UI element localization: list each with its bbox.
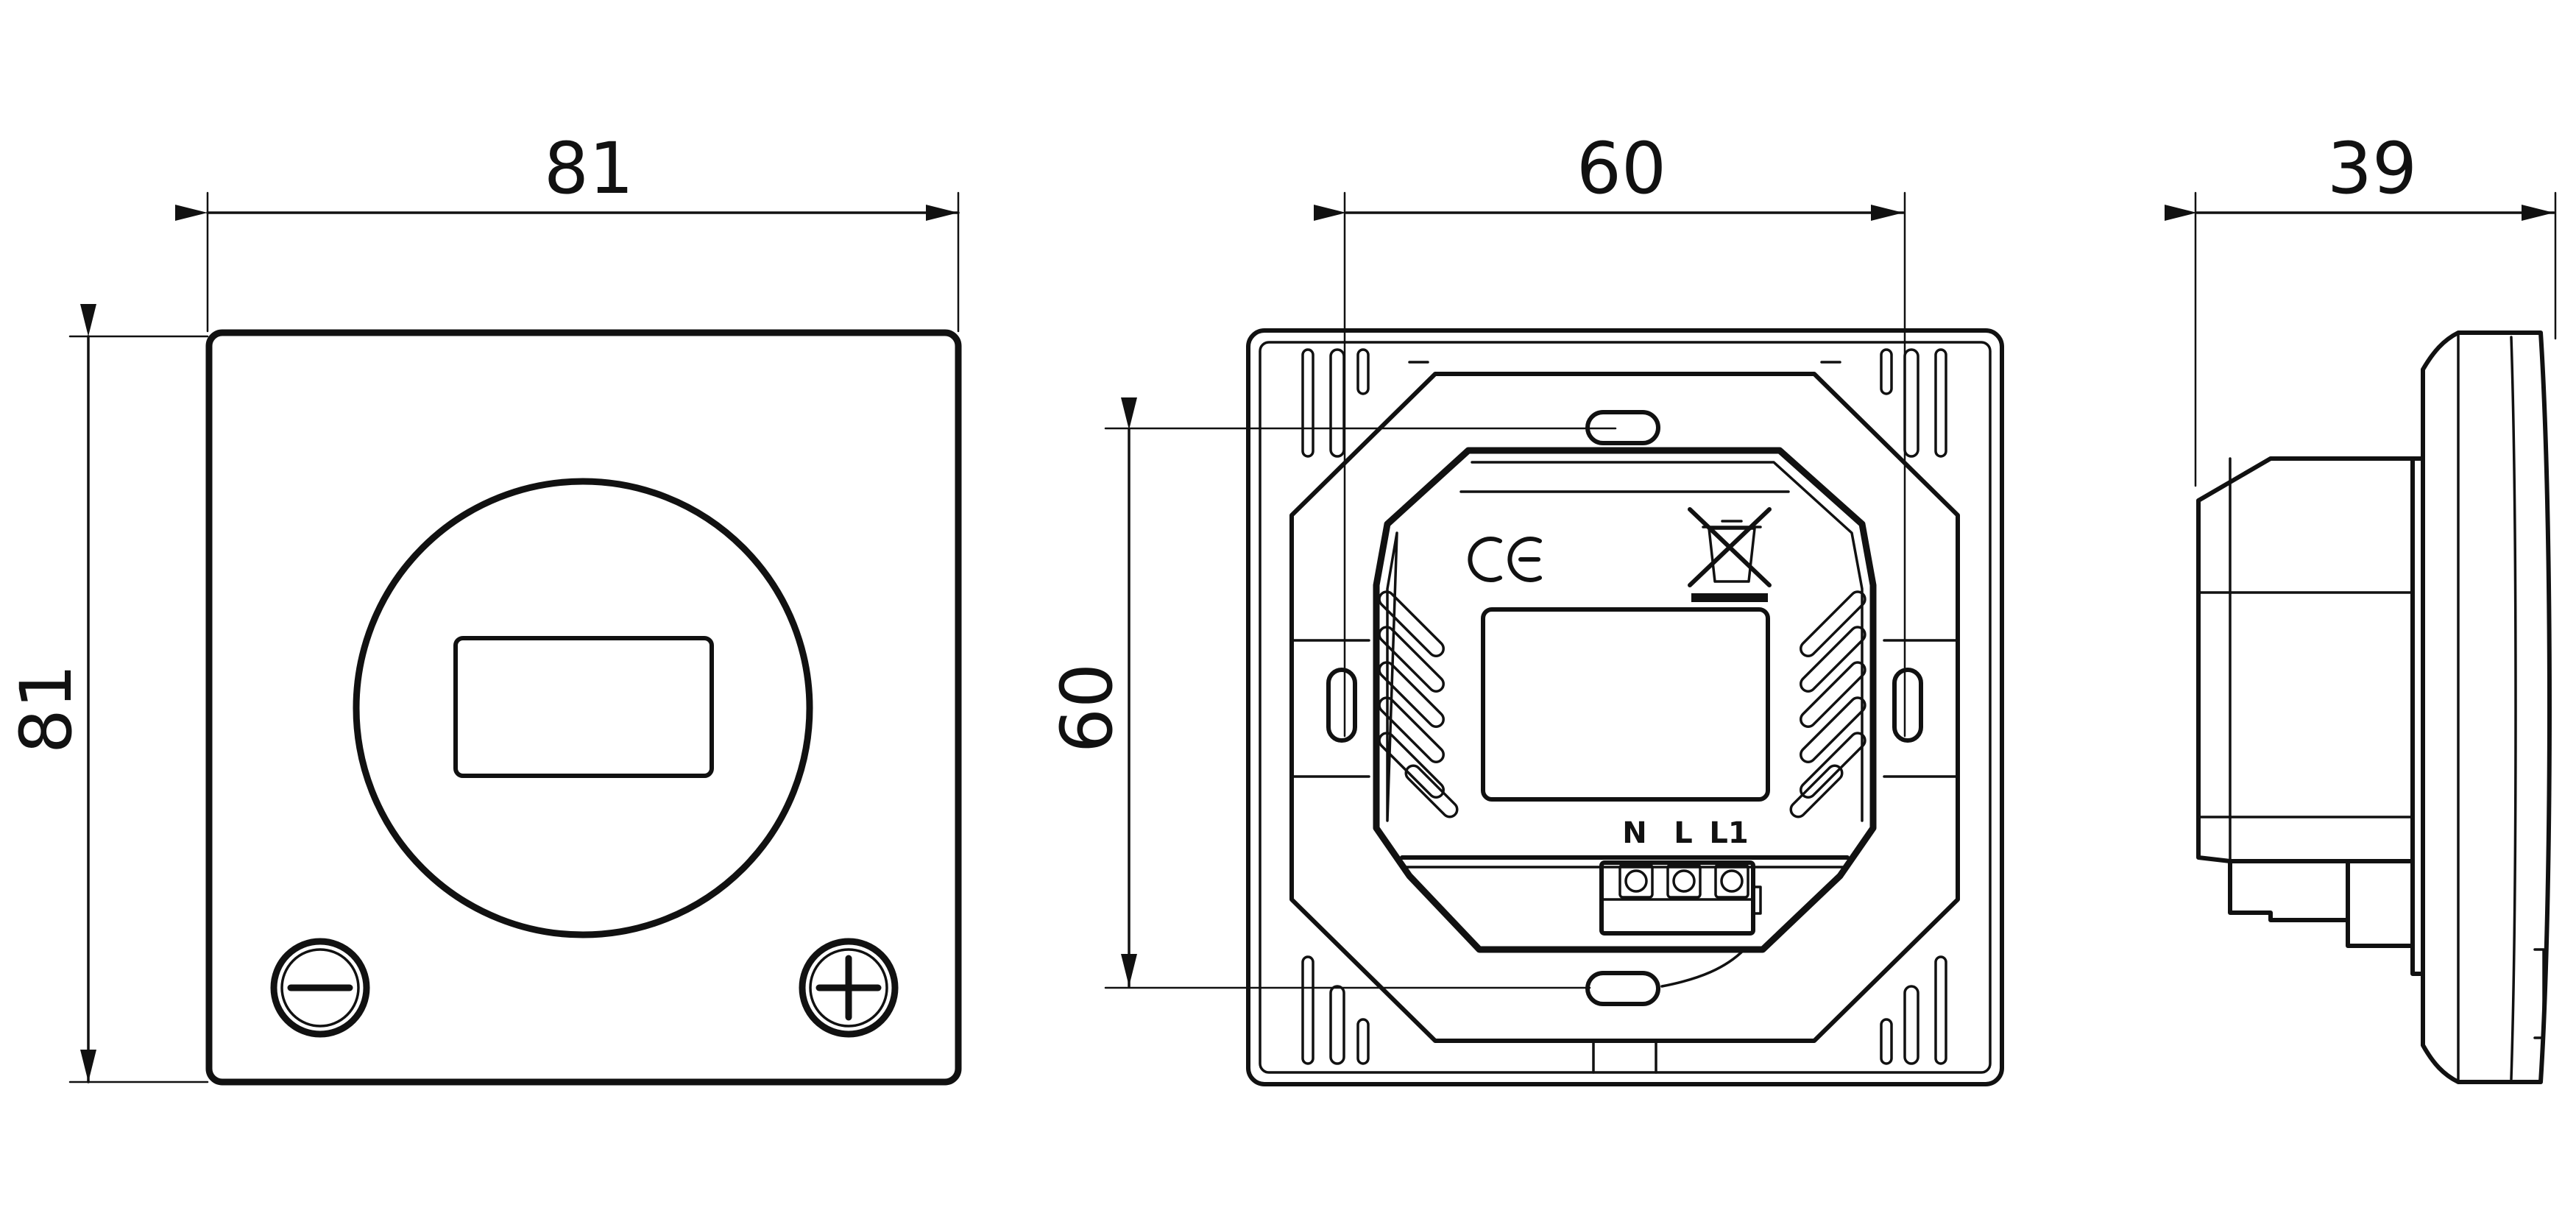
side-terminal-latch — [2346, 859, 2415, 948]
back-side-rails — [1290, 639, 1959, 778]
terminal-label-n: N — [1622, 816, 1646, 850]
ce-mark-icon — [1468, 537, 1542, 582]
back-frame-inner — [1259, 341, 1992, 1074]
back-slot-bottom-leader — [1660, 948, 1746, 988]
back-width-label: 60 — [1577, 127, 1666, 210]
side-module-body — [2196, 456, 2415, 863]
back-height-label: 60 — [1046, 663, 1128, 753]
side-terminal-profile — [2228, 859, 2350, 922]
back-bottom-notch — [1592, 1039, 1657, 1074]
back-terminal-block — [1599, 860, 1762, 936]
front-width-label: 81 — [544, 127, 634, 210]
side-depth-label: 39 — [2327, 127, 2417, 210]
back-module-body — [1373, 447, 1877, 953]
side-cover-edge — [2510, 336, 2517, 1081]
side-front-cover — [2421, 330, 2552, 1084]
back-mounting-plate — [1289, 372, 1960, 1043]
weee-bin-icon — [1688, 507, 1772, 602]
back-slot-left — [1326, 668, 1357, 743]
terminal-label-l: L — [1674, 816, 1693, 850]
front-height-label: 81 — [5, 664, 88, 754]
front-dial-ring — [353, 478, 813, 938]
side-cover-slot — [2533, 948, 2545, 1039]
back-slot-right — [1892, 668, 1923, 743]
back-vent-right — [1789, 590, 1866, 818]
side-base-plate — [2410, 456, 2425, 976]
front-display-window — [453, 636, 714, 778]
back-frame-outer — [1246, 328, 2004, 1086]
front-housing — [205, 329, 962, 1086]
plus-button-icon — [799, 938, 899, 1038]
side-view: 39 — [2165, 127, 2557, 1084]
back-slot-bottom — [1585, 971, 1660, 1006]
minus-button-icon — [270, 938, 370, 1038]
terminal-label-l1: L1 — [1709, 816, 1748, 850]
back-module-inner-edge — [1386, 461, 1864, 822]
back-label-area — [1481, 607, 1770, 802]
front-view: 81 81 — [5, 127, 962, 1086]
back-corner-clips — [1301, 348, 1947, 1065]
back-view: 60 60 — [1046, 127, 2004, 1086]
back-vent-left — [1378, 590, 1459, 818]
back-slot-top — [1585, 410, 1660, 445]
